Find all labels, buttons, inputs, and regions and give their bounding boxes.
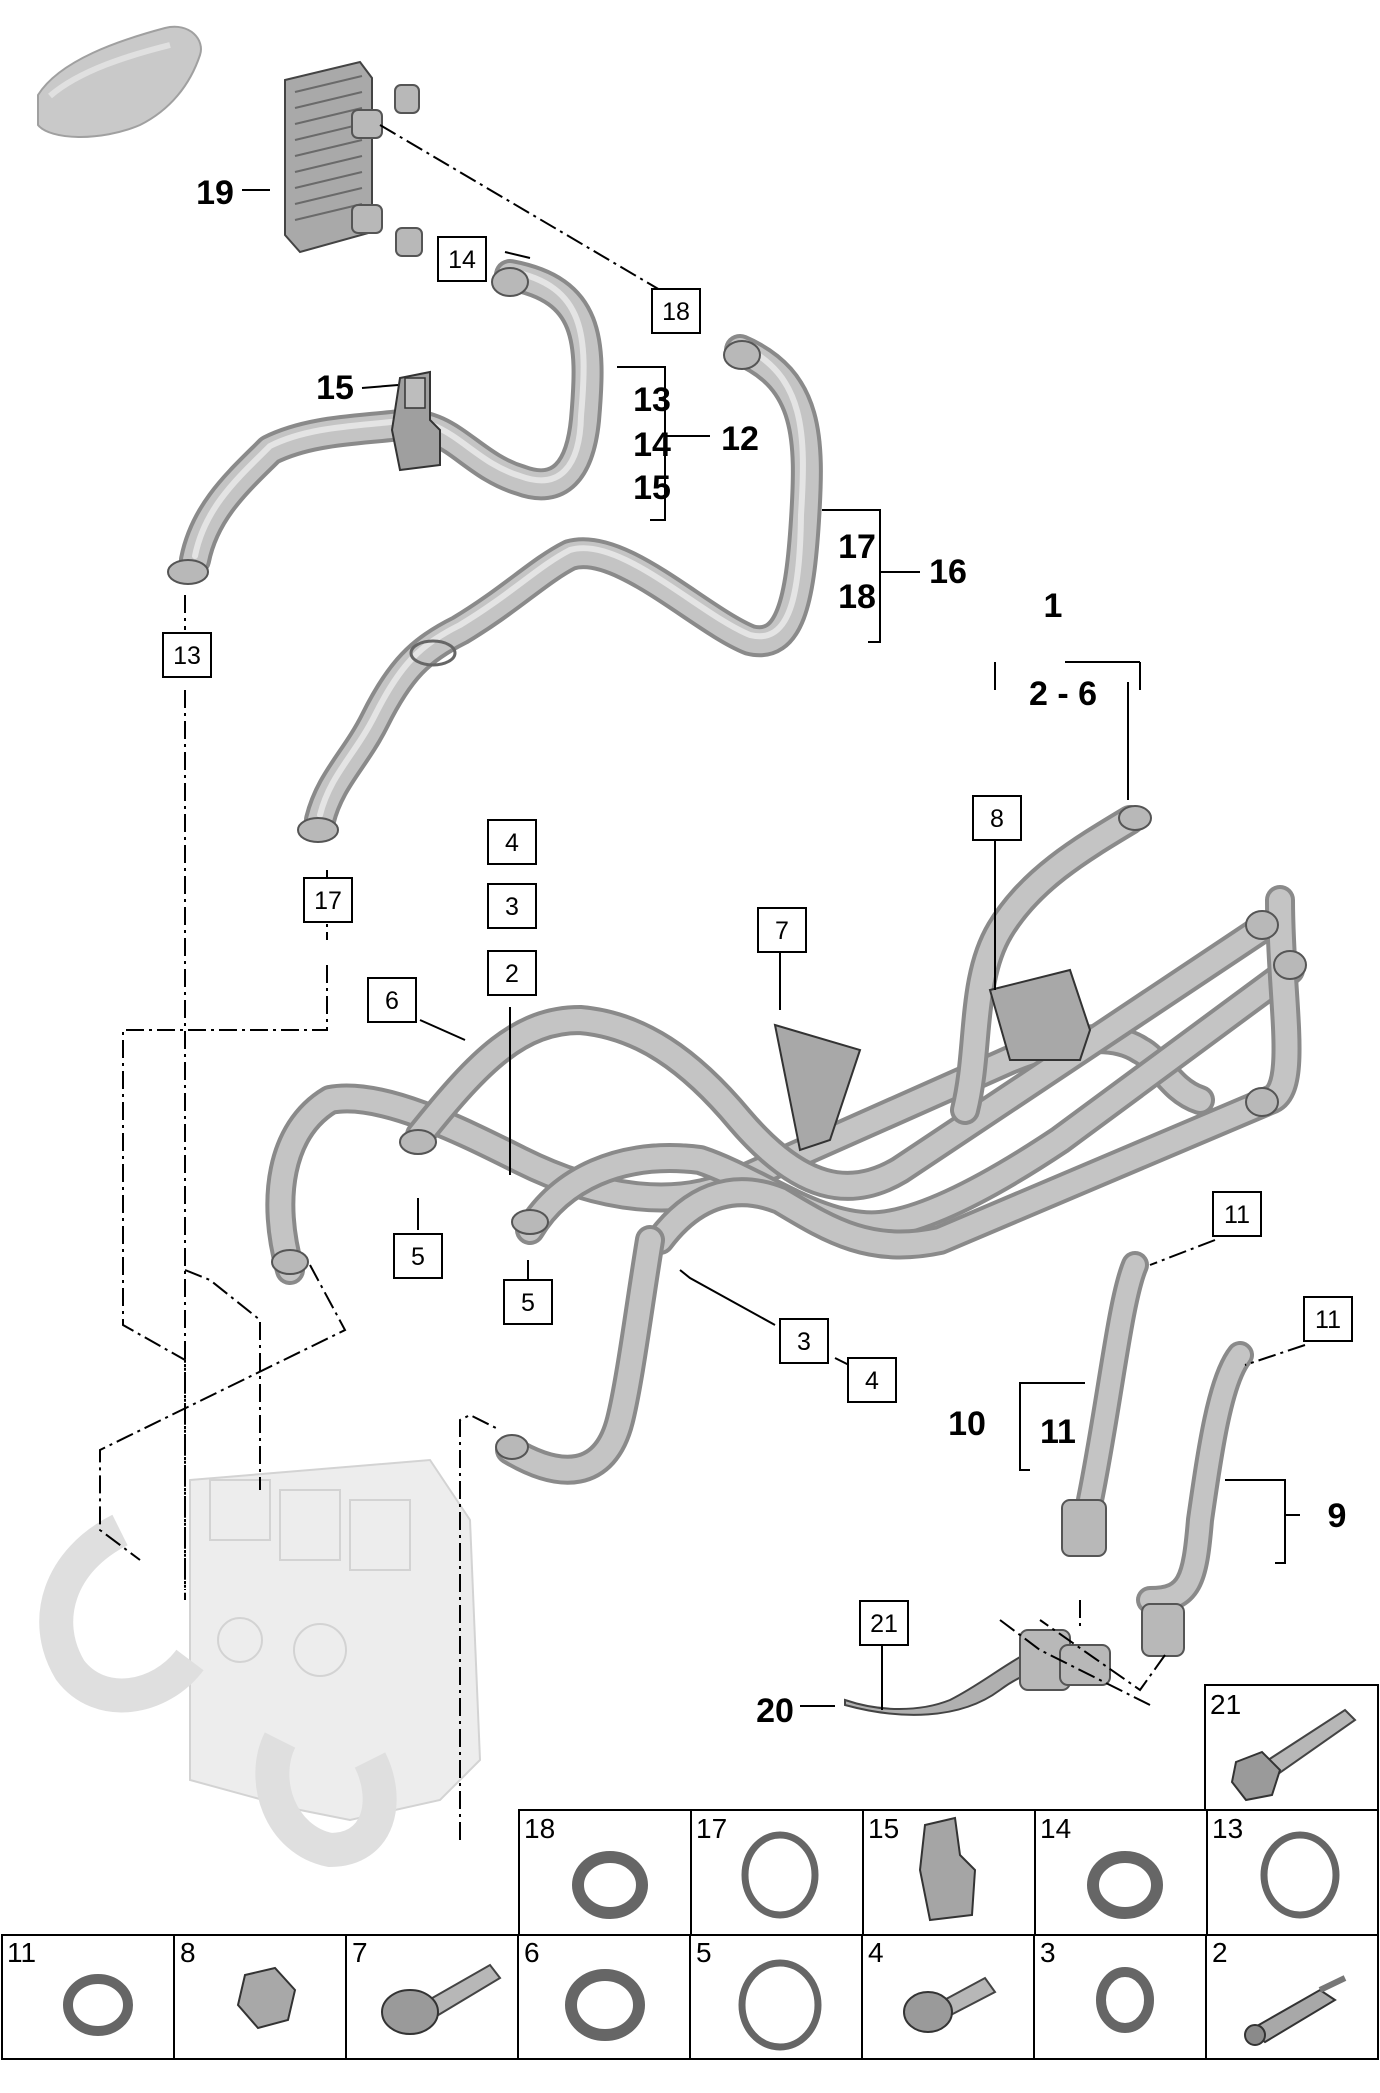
label-12-item-2: 14 — [633, 426, 671, 464]
svg-text:11: 11 — [1315, 1306, 1341, 1334]
engine-block-icon — [39, 1458, 482, 1868]
clamp-icon — [63, 1974, 133, 2036]
hose-16 — [297, 334, 823, 843]
callout-box-7: 7 — [757, 907, 807, 953]
clamp-icon — [1087, 1851, 1163, 1919]
callout-box-6: 6 — [367, 977, 417, 1023]
label-20: 20 — [756, 1692, 794, 1730]
car-silhouette-icon — [37, 25, 202, 138]
oil-cooler-icon — [284, 60, 423, 257]
grid-cell-5 — [689, 1934, 863, 2060]
clamp-icon — [572, 1851, 648, 1919]
svg-text:14: 14 — [448, 246, 476, 274]
label-15: 15 — [316, 369, 354, 407]
svg-text:3: 3 — [505, 893, 519, 921]
callout-box-4-low: 4 — [847, 1357, 897, 1403]
o-ring-icon — [1260, 1831, 1340, 1919]
clip-15 — [390, 370, 441, 472]
bolt-icon — [1230, 1708, 1357, 1802]
grid-cell-17-label: 17 — [696, 1813, 727, 1844]
grid-cell-2 — [1205, 1934, 1379, 2060]
grid-cell-8-label: 8 — [180, 1937, 196, 1968]
callout-box-5-mid: 5 — [503, 1279, 553, 1325]
svg-text:8: 8 — [990, 805, 1004, 833]
grid-cell-14-label: 14 — [1040, 1813, 1071, 1844]
svg-text:21: 21 — [870, 1610, 898, 1638]
svg-text:4: 4 — [865, 1367, 879, 1395]
hose-10 — [1061, 1251, 1149, 1557]
svg-text:6: 6 — [385, 987, 399, 1015]
svg-text:4: 4 — [505, 829, 519, 857]
boxed-callouts: 14 18 13 17 8 4 3 2 7 6 5 5 3 4 11 11 21 — [162, 236, 1353, 1646]
bolt-icon — [903, 1976, 997, 2033]
o-ring-icon — [1096, 1967, 1154, 2033]
label-10-item-1: 11 — [1040, 1413, 1076, 1451]
o-ring-icon — [738, 1959, 822, 2051]
leader-lines — [242, 189, 1300, 1710]
grid-cell-5-label: 5 — [696, 1937, 712, 1968]
svg-text:5: 5 — [521, 1289, 535, 1317]
svg-text:5: 5 — [411, 1243, 425, 1271]
svg-text:13: 13 — [173, 642, 201, 670]
label-1: 1 — [1044, 587, 1063, 625]
label-12-item-3: 15 — [633, 469, 671, 507]
callout-box-3-top: 3 — [487, 883, 537, 929]
svg-text:3: 3 — [797, 1328, 811, 1356]
grid-cell-4-label: 4 — [868, 1937, 884, 1968]
callout-box-8: 8 — [972, 795, 1022, 841]
grid-cell-11 — [1, 1934, 175, 2060]
bracket-icon — [918, 1816, 977, 1922]
svg-text:7: 7 — [775, 917, 789, 945]
bolt-icon — [381, 1963, 502, 2035]
hose-12 — [167, 259, 604, 585]
callout-labels: 1 2 - 6 19 15 13 14 15 12 17 18 16 10 11… — [196, 174, 1346, 1730]
sensor-icon — [1244, 1975, 1347, 2046]
svg-text:17: 17 — [314, 887, 342, 915]
pipe-assembly-1 — [265, 805, 1307, 1485]
grid-cell-7-label: 7 — [352, 1937, 368, 1968]
svg-text:2: 2 — [505, 960, 519, 988]
callout-box-17: 17 — [303, 877, 353, 923]
callout-box-21: 21 — [859, 1600, 909, 1646]
nut-icon — [236, 1966, 297, 2030]
grid-cell-11-label: 11 — [7, 1937, 36, 1968]
bracket-7 — [773, 1023, 862, 1152]
callout-box-3-low: 3 — [779, 1318, 829, 1364]
callout-box-11-b: 11 — [1303, 1296, 1353, 1342]
svg-text:11: 11 — [1224, 1201, 1250, 1229]
callout-box-13: 13 — [162, 632, 212, 678]
label-16: 16 — [929, 553, 967, 591]
label-10: 10 — [948, 1405, 986, 1443]
clamp-icon — [565, 1969, 645, 2041]
svg-text:18: 18 — [662, 298, 690, 326]
label-9: 9 — [1328, 1497, 1347, 1535]
o-ring-icon — [741, 1831, 819, 1919]
label-2-6: 2 - 6 — [1029, 675, 1097, 713]
label-16-item-1: 17 — [838, 528, 876, 566]
parts-legend-grid: 21 18 17 15 14 13 11 — [1, 1684, 1379, 2060]
hose-9 — [1136, 1341, 1254, 1657]
callout-box-11-a: 11 — [1212, 1191, 1262, 1237]
grid-cell-15-label: 15 — [868, 1813, 899, 1844]
callout-box-14: 14 — [437, 236, 487, 282]
grid-cell-18-label: 18 — [524, 1813, 555, 1844]
label-19: 19 — [196, 174, 234, 212]
bracket-8 — [988, 968, 1092, 1061]
label-12-item-1: 13 — [633, 381, 671, 419]
grid-cell-21-label: 21 — [1210, 1689, 1241, 1720]
callout-box-5-left: 5 — [393, 1233, 443, 1279]
grid-cell-3-label: 3 — [1040, 1937, 1056, 1968]
label-12: 12 — [721, 420, 759, 458]
grid-cell-3 — [1033, 1934, 1207, 2060]
grid-cell-13-label: 13 — [1212, 1813, 1243, 1844]
label-16-item-2: 18 — [838, 578, 876, 616]
callout-box-4-top: 4 — [487, 819, 537, 865]
callout-box-2: 2 — [487, 950, 537, 996]
grid-cell-6-label: 6 — [524, 1937, 540, 1968]
grid-cell-2-label: 2 — [1212, 1937, 1228, 1968]
callout-box-18: 18 — [651, 288, 701, 334]
